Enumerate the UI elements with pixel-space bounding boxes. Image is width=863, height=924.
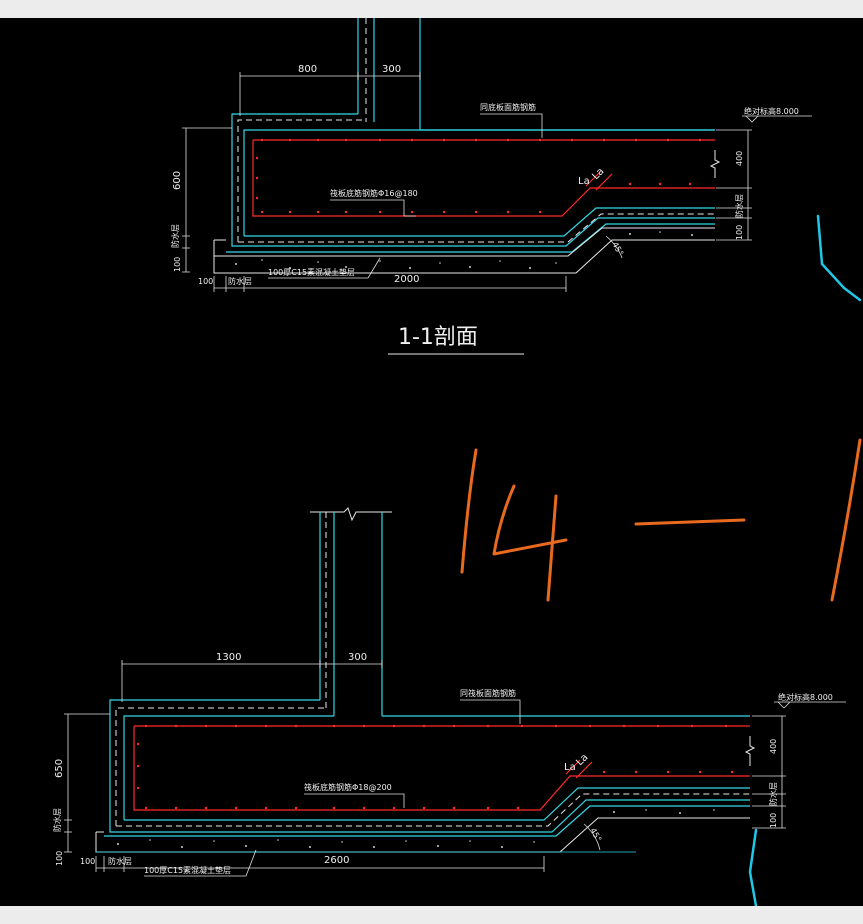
concrete-bottom	[213, 239, 715, 274]
concrete-top	[213, 227, 715, 257]
top-rebar-label: 同筏板面筋钢筋	[460, 688, 516, 698]
dim-text: 800	[298, 64, 317, 75]
angle-label: 45°	[588, 827, 603, 844]
la-label: La	[578, 176, 590, 187]
elevation-label: 绝对标高8.000	[744, 106, 799, 116]
waterproof-bottom	[231, 217, 715, 247]
dim-text: 100	[55, 851, 64, 866]
break-symbol	[310, 507, 392, 522]
slab-bottom-line	[244, 207, 715, 237]
top-rebar-label: 同底板面筋钢筋	[480, 102, 536, 112]
dim-text: 防水层	[228, 276, 252, 286]
concrete-label: 100厚C15素混凝土垫层	[268, 267, 355, 277]
bottom-rebar	[252, 140, 715, 217]
waterproof-dash	[237, 119, 366, 242]
dim-text: 100	[198, 277, 213, 286]
dim-text: 100	[173, 257, 182, 272]
cad-drawing: 800 300 600 防水层 100 100 防水层 2000 400 防水层…	[52, 18, 862, 906]
dim-text: 400	[735, 151, 744, 166]
waterproof-bottom-outer	[226, 223, 715, 253]
dim-text: 防水层	[108, 856, 132, 866]
dim-text: 300	[348, 652, 367, 663]
waterproof-bottom-dash	[238, 213, 715, 243]
rebar-dots	[136, 724, 734, 810]
bottom-rebar-label: 筏板底筋钢筋Φ18@200	[304, 782, 392, 792]
rebar-dots	[255, 138, 702, 214]
dim-text: 2000	[394, 274, 419, 285]
dim-text: 2600	[324, 855, 349, 866]
la-label: La	[564, 762, 576, 773]
dim-text: 400	[769, 739, 778, 754]
section-title: 1-1剖面	[398, 325, 478, 350]
dim-text: 防水层	[768, 782, 778, 806]
concrete-hatch	[117, 809, 715, 848]
dim-text: 650	[54, 759, 65, 778]
bottom-rebar-label: 筏板底筋钢筋Φ16@180	[330, 188, 418, 198]
dim-text: 防水层	[52, 808, 62, 832]
section-1-1: 800 300 600 防水层 100 100 防水层 2000 400 防水层…	[170, 18, 812, 355]
blue-markup	[748, 828, 758, 906]
dim-text: 100	[735, 225, 744, 240]
break-symbol	[709, 150, 721, 178]
elevation-label: 绝对标高8.000	[778, 692, 833, 702]
elevation-marker	[774, 701, 846, 709]
cad-viewport[interactable]: 800 300 600 防水层 100 100 防水层 2000 400 防水层…	[0, 18, 863, 906]
concrete-hatch	[235, 231, 693, 269]
blue-markup	[816, 214, 862, 302]
waterproof-outline	[231, 113, 358, 236]
handwritten-annotation	[460, 214, 862, 906]
concrete-label: 100厚C15素混凝土垫层	[144, 865, 231, 875]
bottom-rebar	[133, 726, 750, 811]
dim-text: 100	[769, 813, 778, 828]
dim-text: 100	[80, 857, 95, 866]
dim-text: 600	[172, 171, 183, 190]
dim-text: 防水层	[734, 194, 744, 218]
elevation-marker	[742, 115, 812, 123]
section-2: 1300 300 650 防水层 100 100 防水层 2600 400 防水…	[52, 507, 846, 877]
angle-label: 45°	[610, 241, 625, 258]
dim-text: 300	[382, 64, 401, 75]
slab-top-line	[243, 129, 715, 236]
break-symbol	[744, 736, 756, 766]
dim-text: 防水层	[170, 224, 180, 248]
dim-text: 1300	[216, 652, 241, 663]
